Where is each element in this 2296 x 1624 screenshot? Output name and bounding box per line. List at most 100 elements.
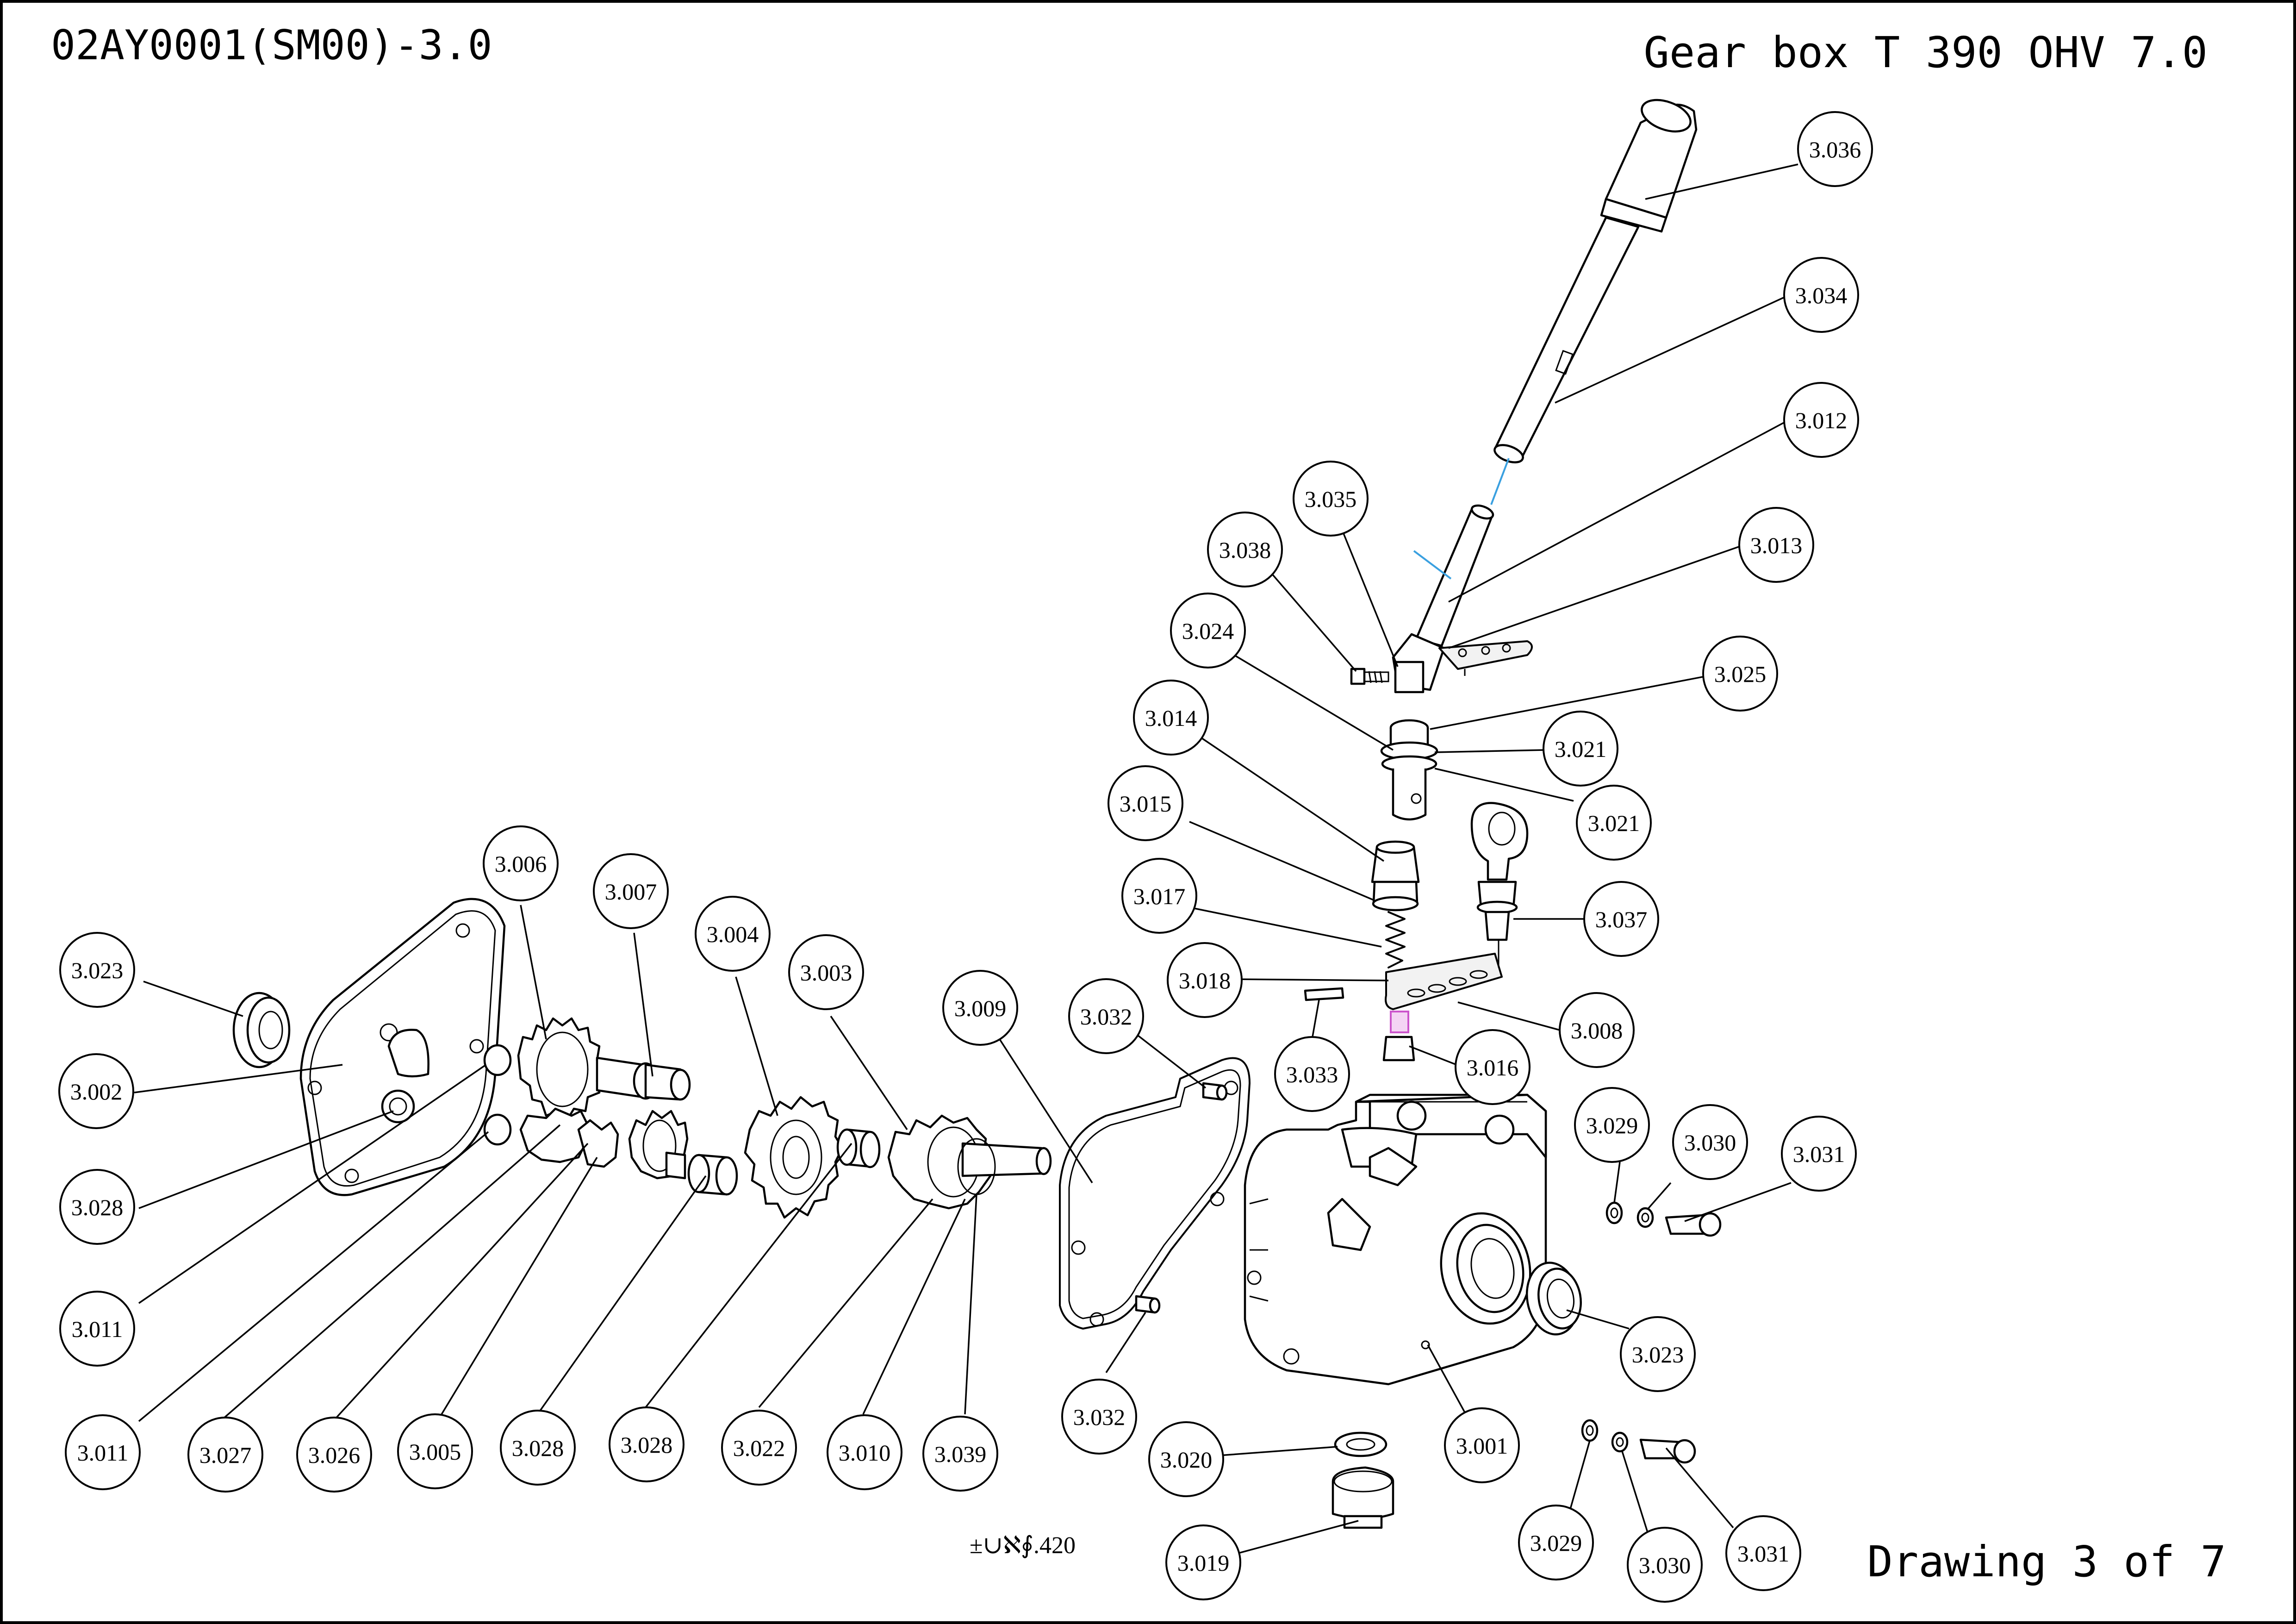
dipstick bbox=[1470, 802, 1529, 968]
callout-bubble: 3.030 bbox=[1672, 1104, 1748, 1180]
shift-finger bbox=[1382, 1011, 1415, 1062]
callout-label: 3.021 bbox=[1588, 810, 1640, 836]
callout-bubble: 3.039 bbox=[922, 1416, 998, 1492]
callout-label: 3.037 bbox=[1595, 906, 1648, 932]
callout-bubble: 3.009 bbox=[942, 970, 1018, 1046]
callout-label: 3.012 bbox=[1795, 407, 1848, 433]
callout-bubble: 3.021 bbox=[1576, 785, 1652, 861]
callout-label: 3.017 bbox=[1133, 883, 1186, 909]
pin bbox=[1304, 987, 1344, 1001]
callout-label: 3.005 bbox=[409, 1439, 461, 1465]
callout-label: 3.016 bbox=[1467, 1055, 1519, 1081]
callout-bubble: 3.025 bbox=[1702, 636, 1778, 712]
callout-label: 3.007 bbox=[605, 879, 657, 905]
callout-bubble: 3.015 bbox=[1108, 765, 1183, 841]
callout-bubble: 3.028 bbox=[59, 1169, 135, 1245]
callout-label: 3.030 bbox=[1684, 1130, 1736, 1156]
drain-washer bbox=[1334, 1431, 1388, 1457]
callout-label: 3.021 bbox=[1555, 736, 1607, 762]
detent-spring bbox=[1385, 911, 1406, 968]
callout-label: 3.011 bbox=[77, 1440, 129, 1466]
callout-bubble: 3.033 bbox=[1274, 1036, 1350, 1112]
callout-label: 3.022 bbox=[733, 1435, 785, 1461]
washer-upper bbox=[483, 1044, 512, 1076]
bushing-small bbox=[836, 1128, 881, 1168]
callout-label: 3.035 bbox=[1305, 486, 1357, 512]
lever-shaft bbox=[1415, 504, 1494, 647]
callout-bubble: 3.002 bbox=[58, 1053, 134, 1129]
callout-bubble: 3.026 bbox=[296, 1417, 372, 1493]
callout-label: 3.029 bbox=[1530, 1530, 1582, 1556]
callout-bubble: 3.027 bbox=[187, 1417, 263, 1493]
callout-bubble: 3.014 bbox=[1133, 680, 1209, 756]
gear-cluster-lower bbox=[519, 1107, 689, 1180]
selector-plate bbox=[1385, 921, 1503, 1010]
callout-bubble: 3.031 bbox=[1725, 1515, 1801, 1591]
callout-bubble: 3.024 bbox=[1170, 593, 1246, 668]
callout-label: 3.015 bbox=[1120, 791, 1172, 817]
callout-bubble: 3.007 bbox=[593, 853, 669, 929]
assembly-axis-line bbox=[1490, 458, 1510, 505]
gearbox-housing bbox=[1244, 1093, 1547, 1386]
spur-gear bbox=[744, 1096, 844, 1219]
side-cover bbox=[299, 898, 506, 1196]
lever-tube bbox=[1493, 216, 1640, 463]
callout-label: 3.004 bbox=[707, 921, 759, 947]
callout-label: 3.032 bbox=[1073, 1404, 1126, 1430]
callout-label: 3.031 bbox=[1793, 1141, 1845, 1167]
dowel-lower bbox=[1135, 1295, 1161, 1314]
callout-label: 3.030 bbox=[1639, 1552, 1691, 1578]
callout-label: 3.014 bbox=[1145, 705, 1197, 731]
callout-bubble: 3.005 bbox=[397, 1413, 473, 1489]
leader-lines bbox=[134, 163, 1798, 1561]
callout-bubble: 3.032 bbox=[1068, 978, 1144, 1054]
callout-bubble: 3.032 bbox=[1061, 1379, 1137, 1455]
callout-bubble: 3.011 bbox=[59, 1291, 135, 1367]
callout-bubble: 3.038 bbox=[1207, 512, 1283, 587]
callout-bubble: 3.006 bbox=[483, 825, 559, 901]
callout-bubble: 3.028 bbox=[500, 1410, 576, 1486]
callout-bubble: 3.036 bbox=[1797, 111, 1873, 187]
needle-bearing bbox=[687, 1154, 738, 1196]
callout-label: 3.028 bbox=[512, 1435, 564, 1461]
callout-bubble: 3.028 bbox=[609, 1406, 684, 1482]
screw bbox=[1350, 668, 1389, 685]
callout-bubble: 3.031 bbox=[1781, 1116, 1857, 1192]
callout-label: 3.029 bbox=[1586, 1112, 1638, 1138]
callout-label: 3.009 bbox=[954, 995, 1007, 1021]
callout-label: 3.008 bbox=[1571, 1018, 1623, 1043]
callout-bubble: 3.013 bbox=[1738, 507, 1814, 583]
bushing-stack bbox=[1380, 719, 1438, 821]
gear-cluster-upper bbox=[517, 1017, 691, 1122]
lever-knob bbox=[1600, 99, 1698, 233]
callout-label: 3.025 bbox=[1714, 661, 1767, 687]
callout-label: 3.006 bbox=[495, 851, 547, 877]
callout-bubble: 3.034 bbox=[1783, 257, 1859, 333]
callout-bubble: 3.019 bbox=[1165, 1524, 1241, 1600]
callout-bubble: 3.029 bbox=[1518, 1505, 1594, 1580]
callout-label: 3.023 bbox=[71, 957, 124, 983]
lever-base bbox=[1392, 633, 1445, 693]
dowel-upper bbox=[1202, 1082, 1228, 1101]
callout-bubble: 3.012 bbox=[1783, 382, 1859, 458]
callout-bubble: 3.022 bbox=[721, 1410, 797, 1486]
callout-label: 3.003 bbox=[800, 960, 852, 986]
callout-bubble: 3.008 bbox=[1559, 992, 1635, 1068]
callout-bubble: 3.004 bbox=[695, 896, 771, 972]
callout-bubble: 3.030 bbox=[1627, 1527, 1703, 1603]
callout-label: 3.013 bbox=[1750, 532, 1803, 558]
drawing-title: Gear box T 390 OHV 7.0 bbox=[1643, 28, 2208, 77]
callout-bubble: 3.016 bbox=[1455, 1029, 1531, 1105]
callout-label: 3.036 bbox=[1809, 137, 1861, 162]
detent-plate bbox=[1438, 640, 1533, 676]
callout-bubble: 3.010 bbox=[827, 1414, 902, 1490]
callout-bubble: 3.017 bbox=[1121, 858, 1197, 934]
callout-label: 3.019 bbox=[1177, 1550, 1230, 1576]
callout-label: 3.031 bbox=[1737, 1541, 1790, 1567]
washer-lower bbox=[483, 1113, 512, 1146]
callout-label: 3.039 bbox=[934, 1441, 987, 1467]
callout-bubble: 3.023 bbox=[59, 932, 135, 1008]
